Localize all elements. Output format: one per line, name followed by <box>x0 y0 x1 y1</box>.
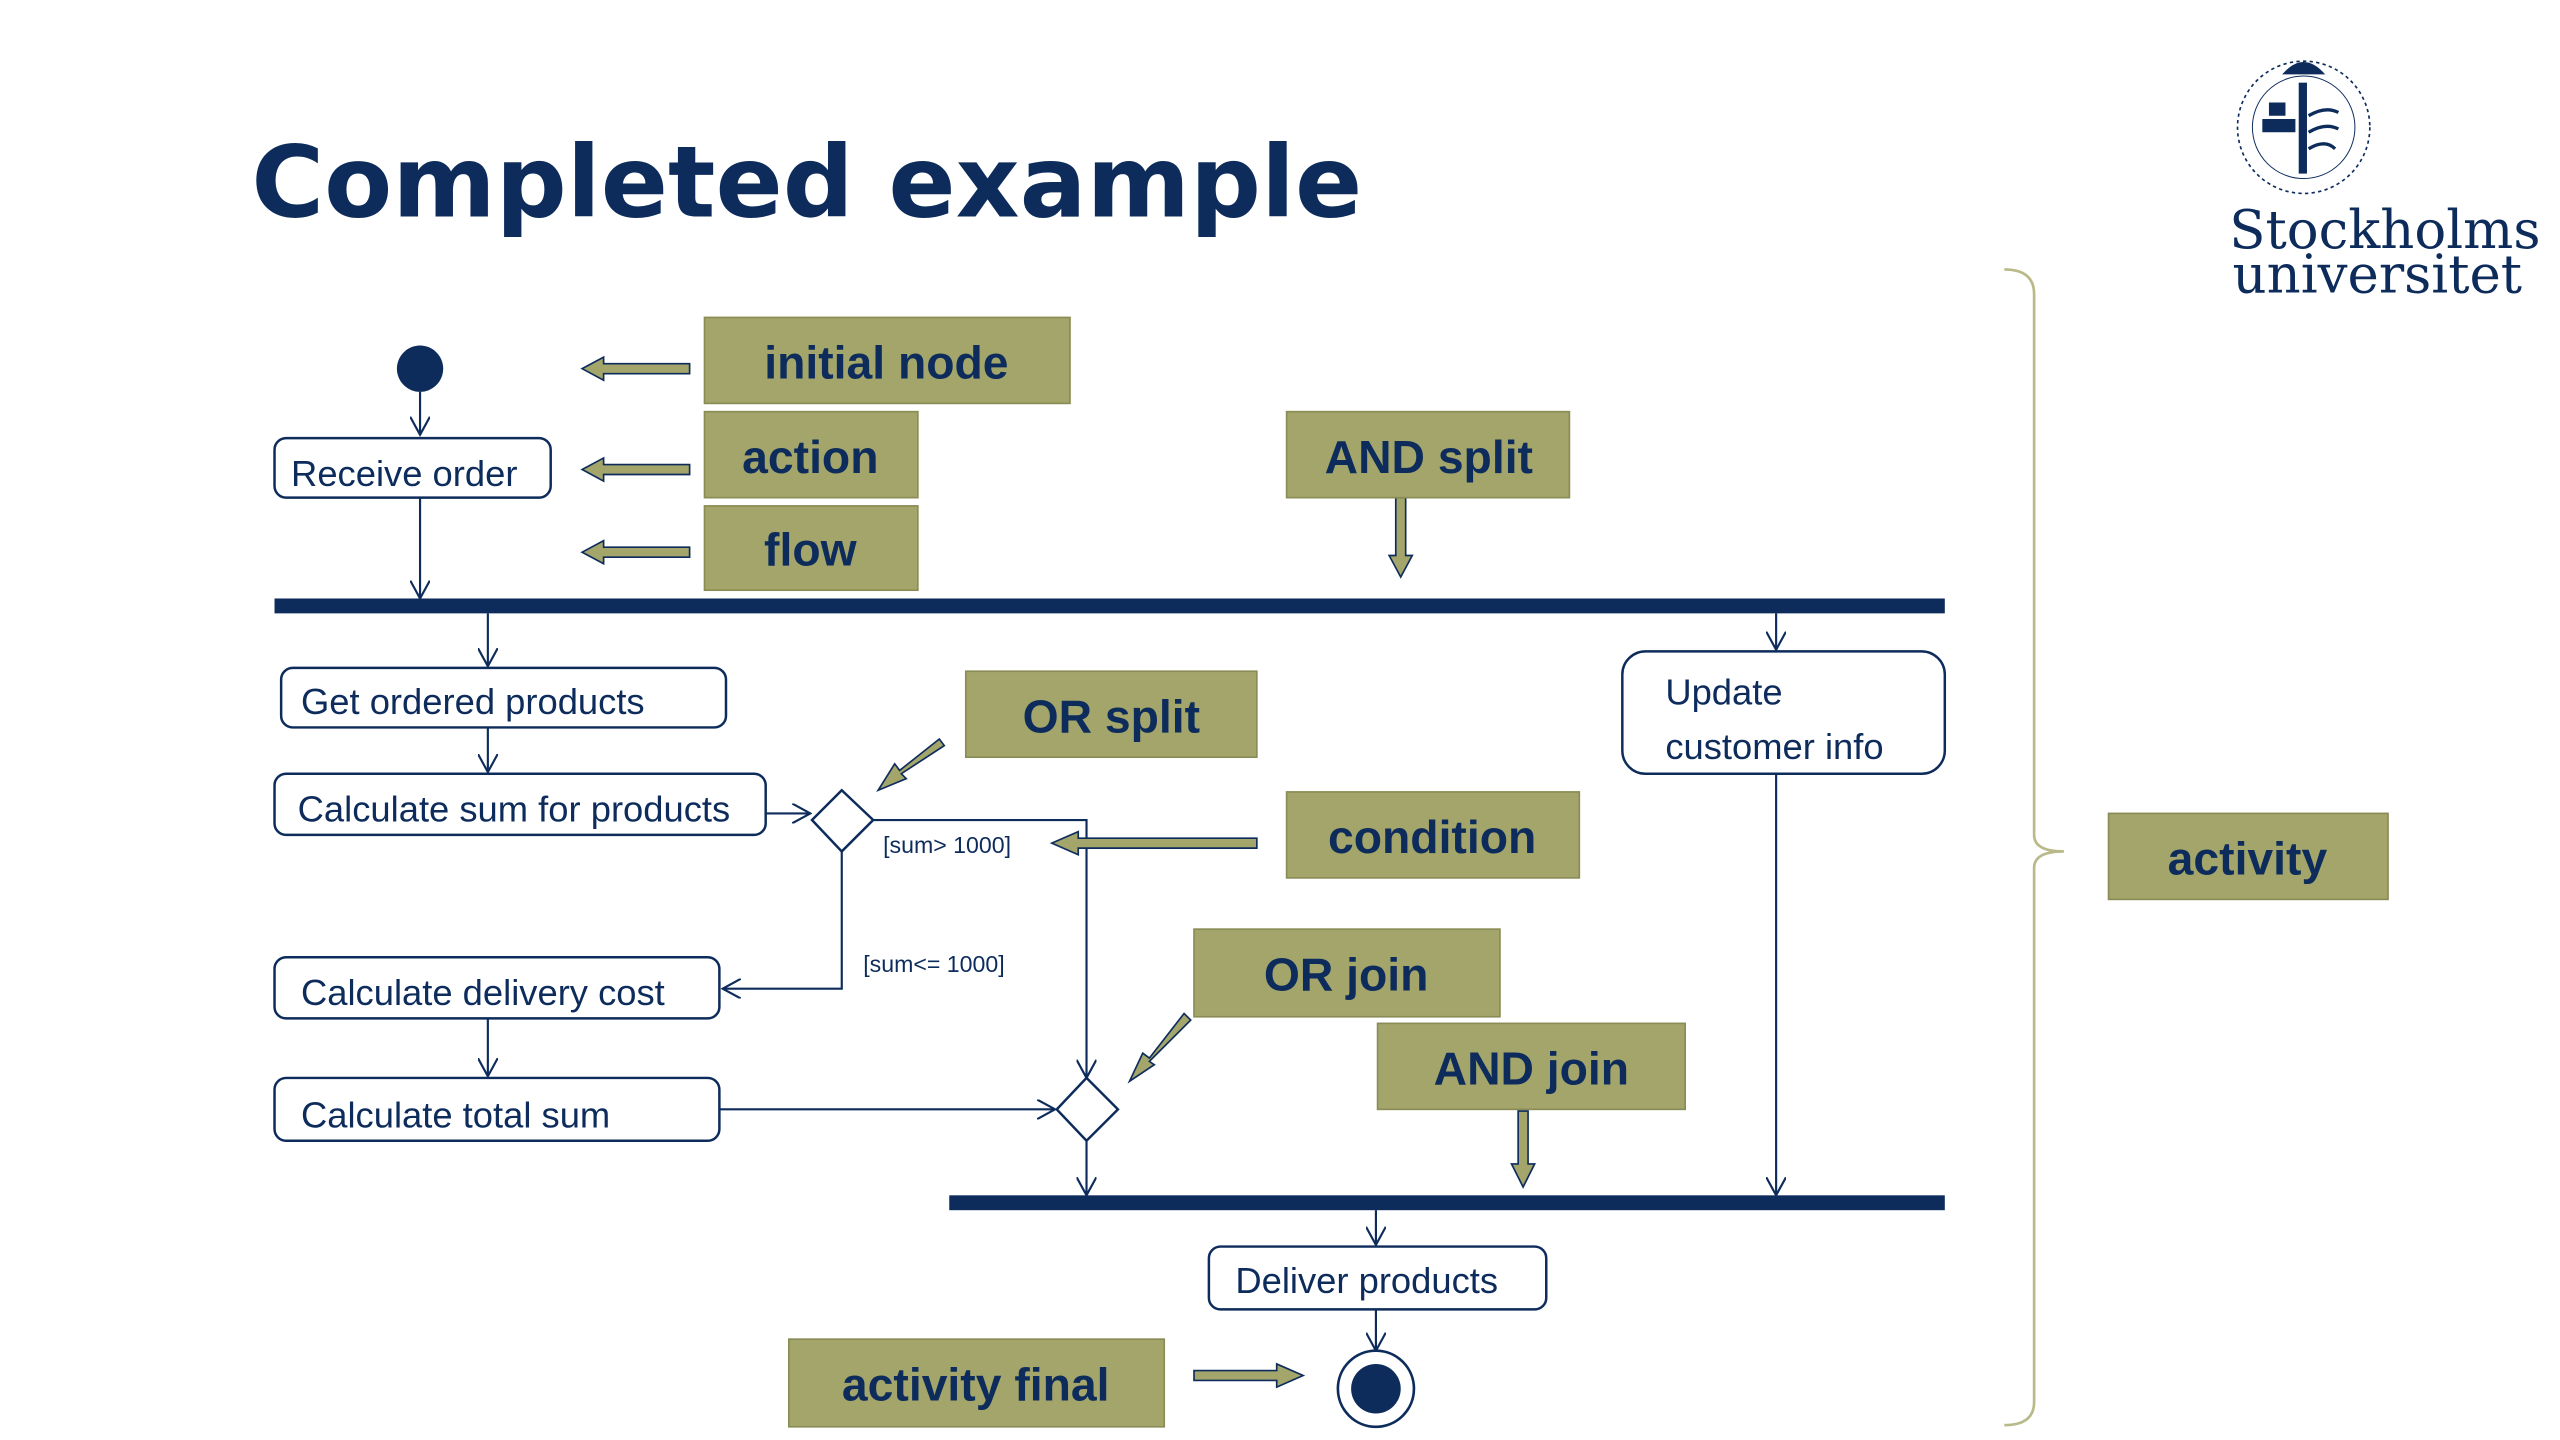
activity-bracket <box>2004 268 2064 1427</box>
logo-line-2: universitet <box>2233 245 2523 306</box>
action-get-ordered-products: Get ordered products <box>279 666 728 729</box>
action-label: Calculate sum for products <box>298 789 731 830</box>
label-activity-final: activity final <box>788 1338 1166 1428</box>
guard-greater: [sum> 1000] <box>883 832 1011 858</box>
pointer-arrow-icon <box>1049 830 1258 857</box>
annotation-arrows <box>580 355 1537 1389</box>
join-bar <box>949 1195 1945 1211</box>
pointer-arrow-icon <box>580 355 691 382</box>
guard-less-equal: [sum<= 1000] <box>863 951 1004 977</box>
action-calculate-total-sum: Calculate total sum <box>273 1076 721 1142</box>
action-label: Get ordered products <box>301 681 645 722</box>
pointer-arrow-icon <box>1193 1362 1306 1389</box>
action-calculate-sum: Calculate sum for products <box>273 772 767 837</box>
label-activity: activity <box>2107 812 2389 901</box>
label-or-join: OR join <box>1193 928 1501 1018</box>
action-label: Calculate total sum <box>301 1095 610 1136</box>
initial-node <box>396 345 444 392</box>
label-text: OR join <box>1264 948 1429 1000</box>
fork-bar <box>274 598 1945 614</box>
action-calculate-delivery-cost: Calculate delivery cost <box>273 956 721 1020</box>
pointer-arrow-icon <box>1510 1110 1537 1189</box>
action-label: Deliver products <box>1235 1260 1498 1301</box>
label-action: action <box>703 410 919 499</box>
label-and-split: AND split <box>1285 410 1571 499</box>
label-text: activity <box>2168 833 2328 885</box>
label-initial-node: initial node <box>703 316 1071 405</box>
merge-node <box>1055 1076 1120 1143</box>
pointer-arrow-icon <box>876 737 946 793</box>
logo-line-1: Stockholms <box>2229 200 2540 261</box>
slide-title: Completed example <box>251 126 1362 241</box>
label-text: condition <box>1328 811 1536 863</box>
label-text: OR split <box>1023 690 1200 742</box>
action-label-line-1: Update <box>1665 671 1782 712</box>
action-label-line-2: customer info <box>1665 726 1883 767</box>
label-flow: flow <box>703 505 919 592</box>
label-text: initial node <box>764 337 1008 389</box>
university-logo: Stockholms universitet <box>2229 60 2541 306</box>
action-label: Calculate delivery cost <box>301 972 665 1013</box>
action-receive-order: Receive order <box>273 436 552 499</box>
flow-edge <box>873 818 1086 1078</box>
pointer-arrow-icon <box>580 456 691 483</box>
action-label: Receive order <box>291 453 517 494</box>
label-condition: condition <box>1285 791 1581 879</box>
label-text: AND join <box>1434 1043 1629 1095</box>
label-text: action <box>742 431 878 483</box>
pointer-arrow-icon <box>1387 496 1414 579</box>
flow-edge <box>723 851 843 988</box>
label-or-split: OR split <box>964 670 1258 759</box>
action-deliver-products: Deliver products <box>1207 1245 1548 1311</box>
label-text: flow <box>764 523 858 575</box>
label-and-join: AND join <box>1376 1022 1686 1111</box>
action-update-customer-info: Update customer info <box>1621 650 1947 775</box>
university-seal-icon <box>2236 60 2371 195</box>
pointer-arrow-icon <box>580 539 691 566</box>
decision-node <box>810 788 875 854</box>
label-text: activity final <box>842 1358 1110 1410</box>
pointer-arrow-icon <box>1127 1012 1192 1084</box>
label-text: AND split <box>1325 431 1533 483</box>
activity-final-node <box>1336 1349 1416 1429</box>
